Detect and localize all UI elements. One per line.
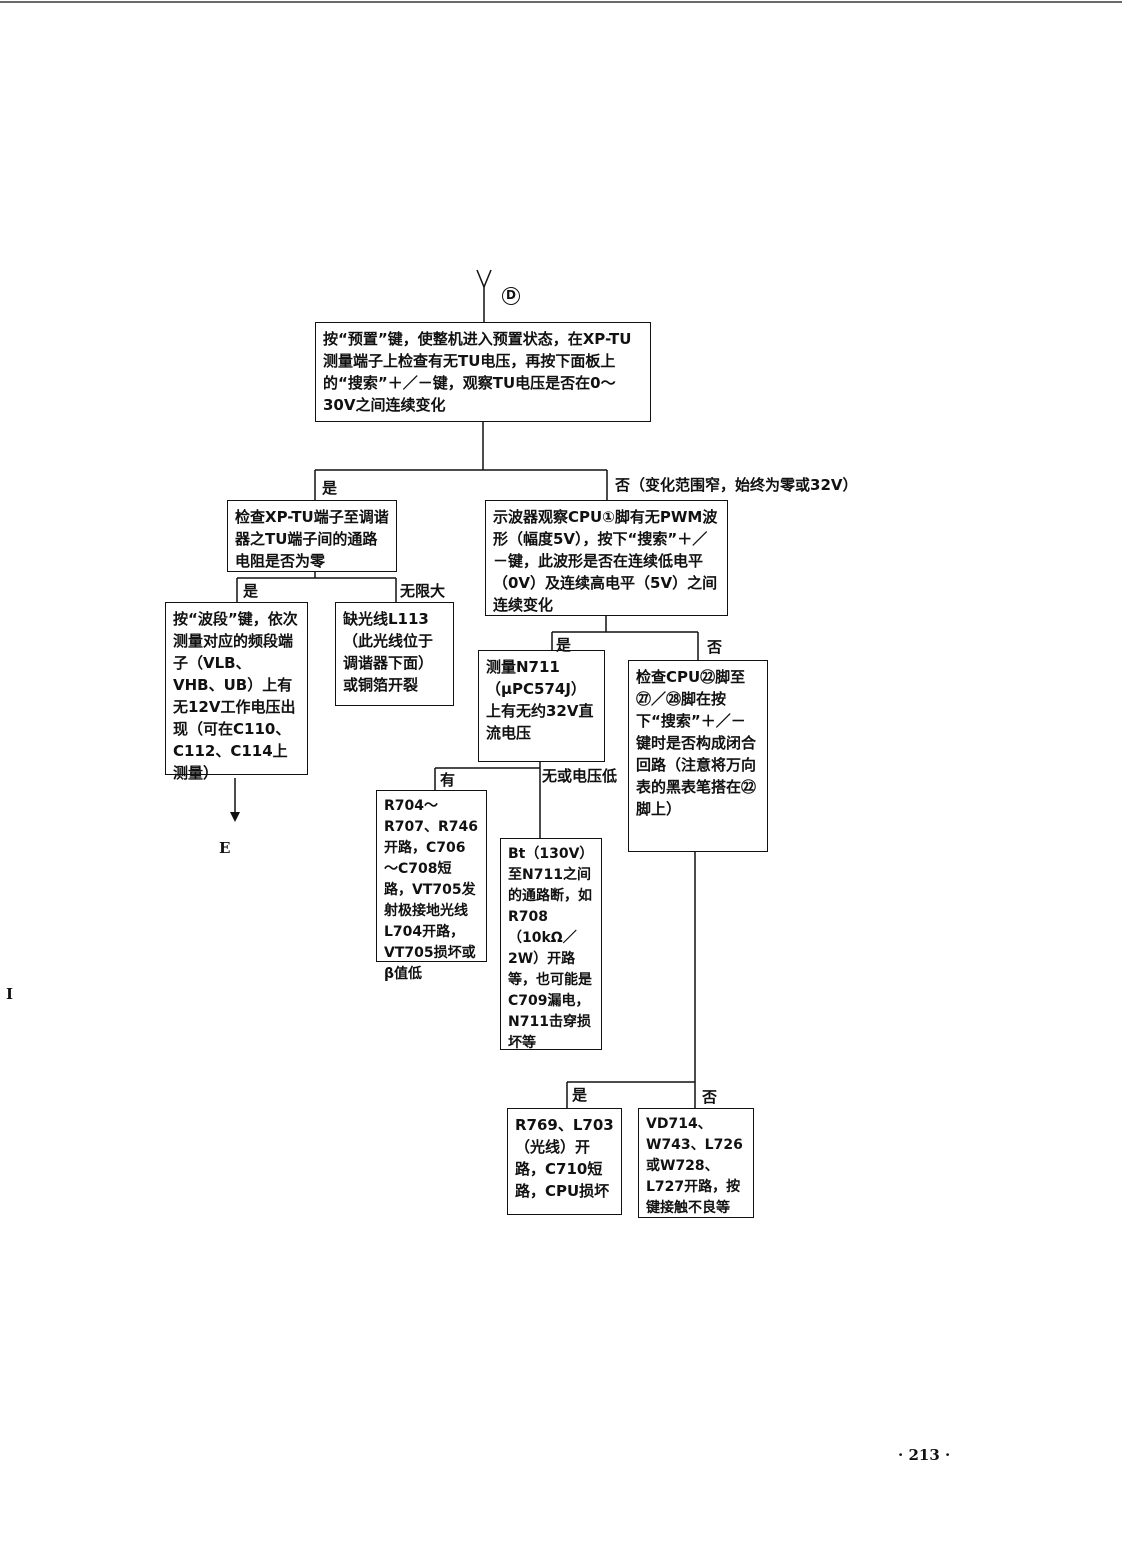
vd714-fault-box: VD714、W743、L726或W728、L727开路，按键接触不良等 [638,1108,754,1218]
scope-cpu-box: 示波器观察CPU①脚有无PWM波形（幅度5V），按下“搜索”＋／－键，此波形是否… [485,500,728,616]
label-yes-2: 是 [243,582,259,600]
label-yes-4: 是 [572,1086,588,1104]
r769-fault-box: R769、L703（光线）开路，C710短路，CPU损坏 [507,1108,622,1215]
label-no-4: 否 [702,1088,718,1106]
r704-fault-box: R704～R707、R746开路，C706～C708短路，VT705发射极接地光… [376,790,487,982]
missing-wire-box: 缺光线L113（此光线位于调谐器下面）或铜箔开裂 [335,602,454,706]
band-key-box: 按“波段”键，依次测量对应的频段端子（VLB、VHB、UB）上有无12V工作电压… [165,602,308,782]
margin-mark: I [6,985,14,1003]
bt-fault-box: Bt（130V）至N711之间的通路断，如R708（10kΩ／2W）开路等，也可… [500,838,602,1051]
check-cpu22-box: 检查CPU㉒脚至㉗／㉘脚在按下“搜索”＋／－键时是否构成闭合回路（注意将万向表的… [628,660,768,852]
measure-n711-box: 测量N711（μPC574J）上有无约32V直流电压 [478,650,605,762]
label-yes-3: 是 [556,636,572,654]
label-has: 有 [440,771,456,789]
entry-connector-d: D [502,287,520,305]
exit-connector-e: E [219,839,231,857]
label-no-1: 否（变化范围窄，始终为零或32V） [615,476,858,494]
page-number: · 213 · [898,1446,951,1464]
start-box: 按“预置”键，使整机进入预置状态，在XP-TU测量端子上检查有无TU电压，再按下… [315,322,651,422]
label-infinite: 无限大 [400,582,446,600]
label-no-3: 否 [707,638,723,656]
label-yes-1: 是 [322,479,338,497]
check-resistance-box: 检查XP-TU端子至调谐器之TU端子间的通路电阻是否为零 [227,500,397,572]
entry-letter: D [506,288,516,302]
label-none-or-low: 无或电压低 [542,767,618,785]
